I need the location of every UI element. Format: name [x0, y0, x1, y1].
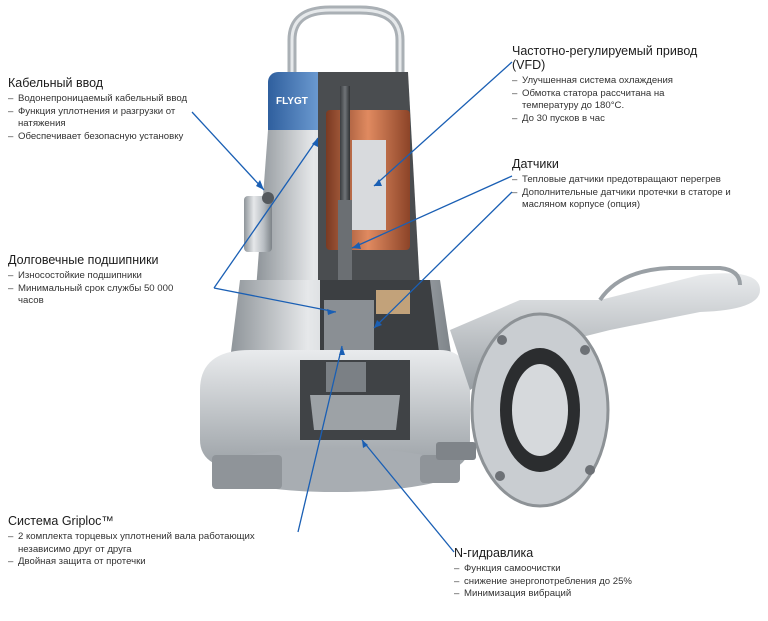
leader-bearing-top	[213, 137, 319, 289]
leader-cable	[191, 111, 265, 191]
callout-griploc: Система Griploc™ 2 комплекта торцевых уп…	[8, 514, 308, 569]
callout-hydraulics: N-гидравлика Функция самоочистки снижени…	[454, 546, 644, 601]
callout-title: Кабельный ввод	[8, 76, 104, 90]
callout-item: Улучшенная система охлаждения	[512, 75, 722, 88]
leader-vfd	[373, 61, 513, 187]
callout-item: Функция самоочистки	[454, 563, 644, 576]
callout-cable-entry: Кабельный ввод Водонепроницаемый кабельн…	[8, 76, 193, 143]
callout-bearings: Долговечные подшипники Износостойкие под…	[8, 253, 183, 308]
callout-title: Долговечные подшипники	[8, 253, 159, 267]
callout-title: Система Griploc™	[8, 514, 114, 528]
callout-item: Тепловые датчики предотвращают перегрев	[512, 174, 752, 187]
brand-logo-text: FLYGT	[276, 96, 308, 107]
leader-griploc	[297, 345, 343, 533]
cable-entry-bolt	[262, 192, 274, 204]
callout-item: Обеспечивает безопасную установку	[8, 131, 193, 144]
leader-bearing-bottom	[213, 287, 337, 313]
callout-title: Частотно-регулируемый привод (VFD)	[512, 44, 698, 72]
callout-item: Водонепроницаемый кабельный ввод	[8, 93, 193, 106]
pump-foot	[212, 455, 282, 489]
callout-item: Обмотка статора рассчитана на температур…	[512, 88, 722, 113]
callout-item: Функция уплотнения и разгрузки от натяже…	[8, 106, 193, 131]
callout-item: Минимальный срок службы 50 000 часов	[8, 283, 183, 308]
leader-sensor-thermal	[351, 175, 513, 249]
leader-sensor-leak	[373, 191, 513, 329]
discharge-pipe	[450, 273, 760, 390]
leader-hydraulics	[361, 439, 455, 553]
callout-item: снижение энергопотребления до 25%	[454, 576, 644, 589]
callout-item: 2 комплекта торцевых уплотнений вала раб…	[8, 531, 308, 556]
flange-bolt	[436, 442, 476, 460]
callout-item: До 30 пусков в час	[512, 113, 722, 126]
leader-lines	[191, 61, 513, 553]
callout-vfd: Частотно-регулируемый привод (VFD) Улучш…	[512, 44, 722, 125]
callout-sensors: Датчики Тепловые датчики предотвращают п…	[512, 157, 752, 212]
callout-title: N-гидравлика	[454, 546, 534, 560]
mechanical-seal	[324, 300, 374, 350]
callout-item: Минимизация вибраций	[454, 588, 644, 601]
callout-item: Износостойкие подшипники	[8, 270, 183, 283]
callout-title: Датчики	[512, 157, 559, 171]
callout-item: Двойная защита от протечки	[8, 556, 308, 569]
callout-item: Дополнительные датчики протечки в статор…	[512, 187, 752, 212]
